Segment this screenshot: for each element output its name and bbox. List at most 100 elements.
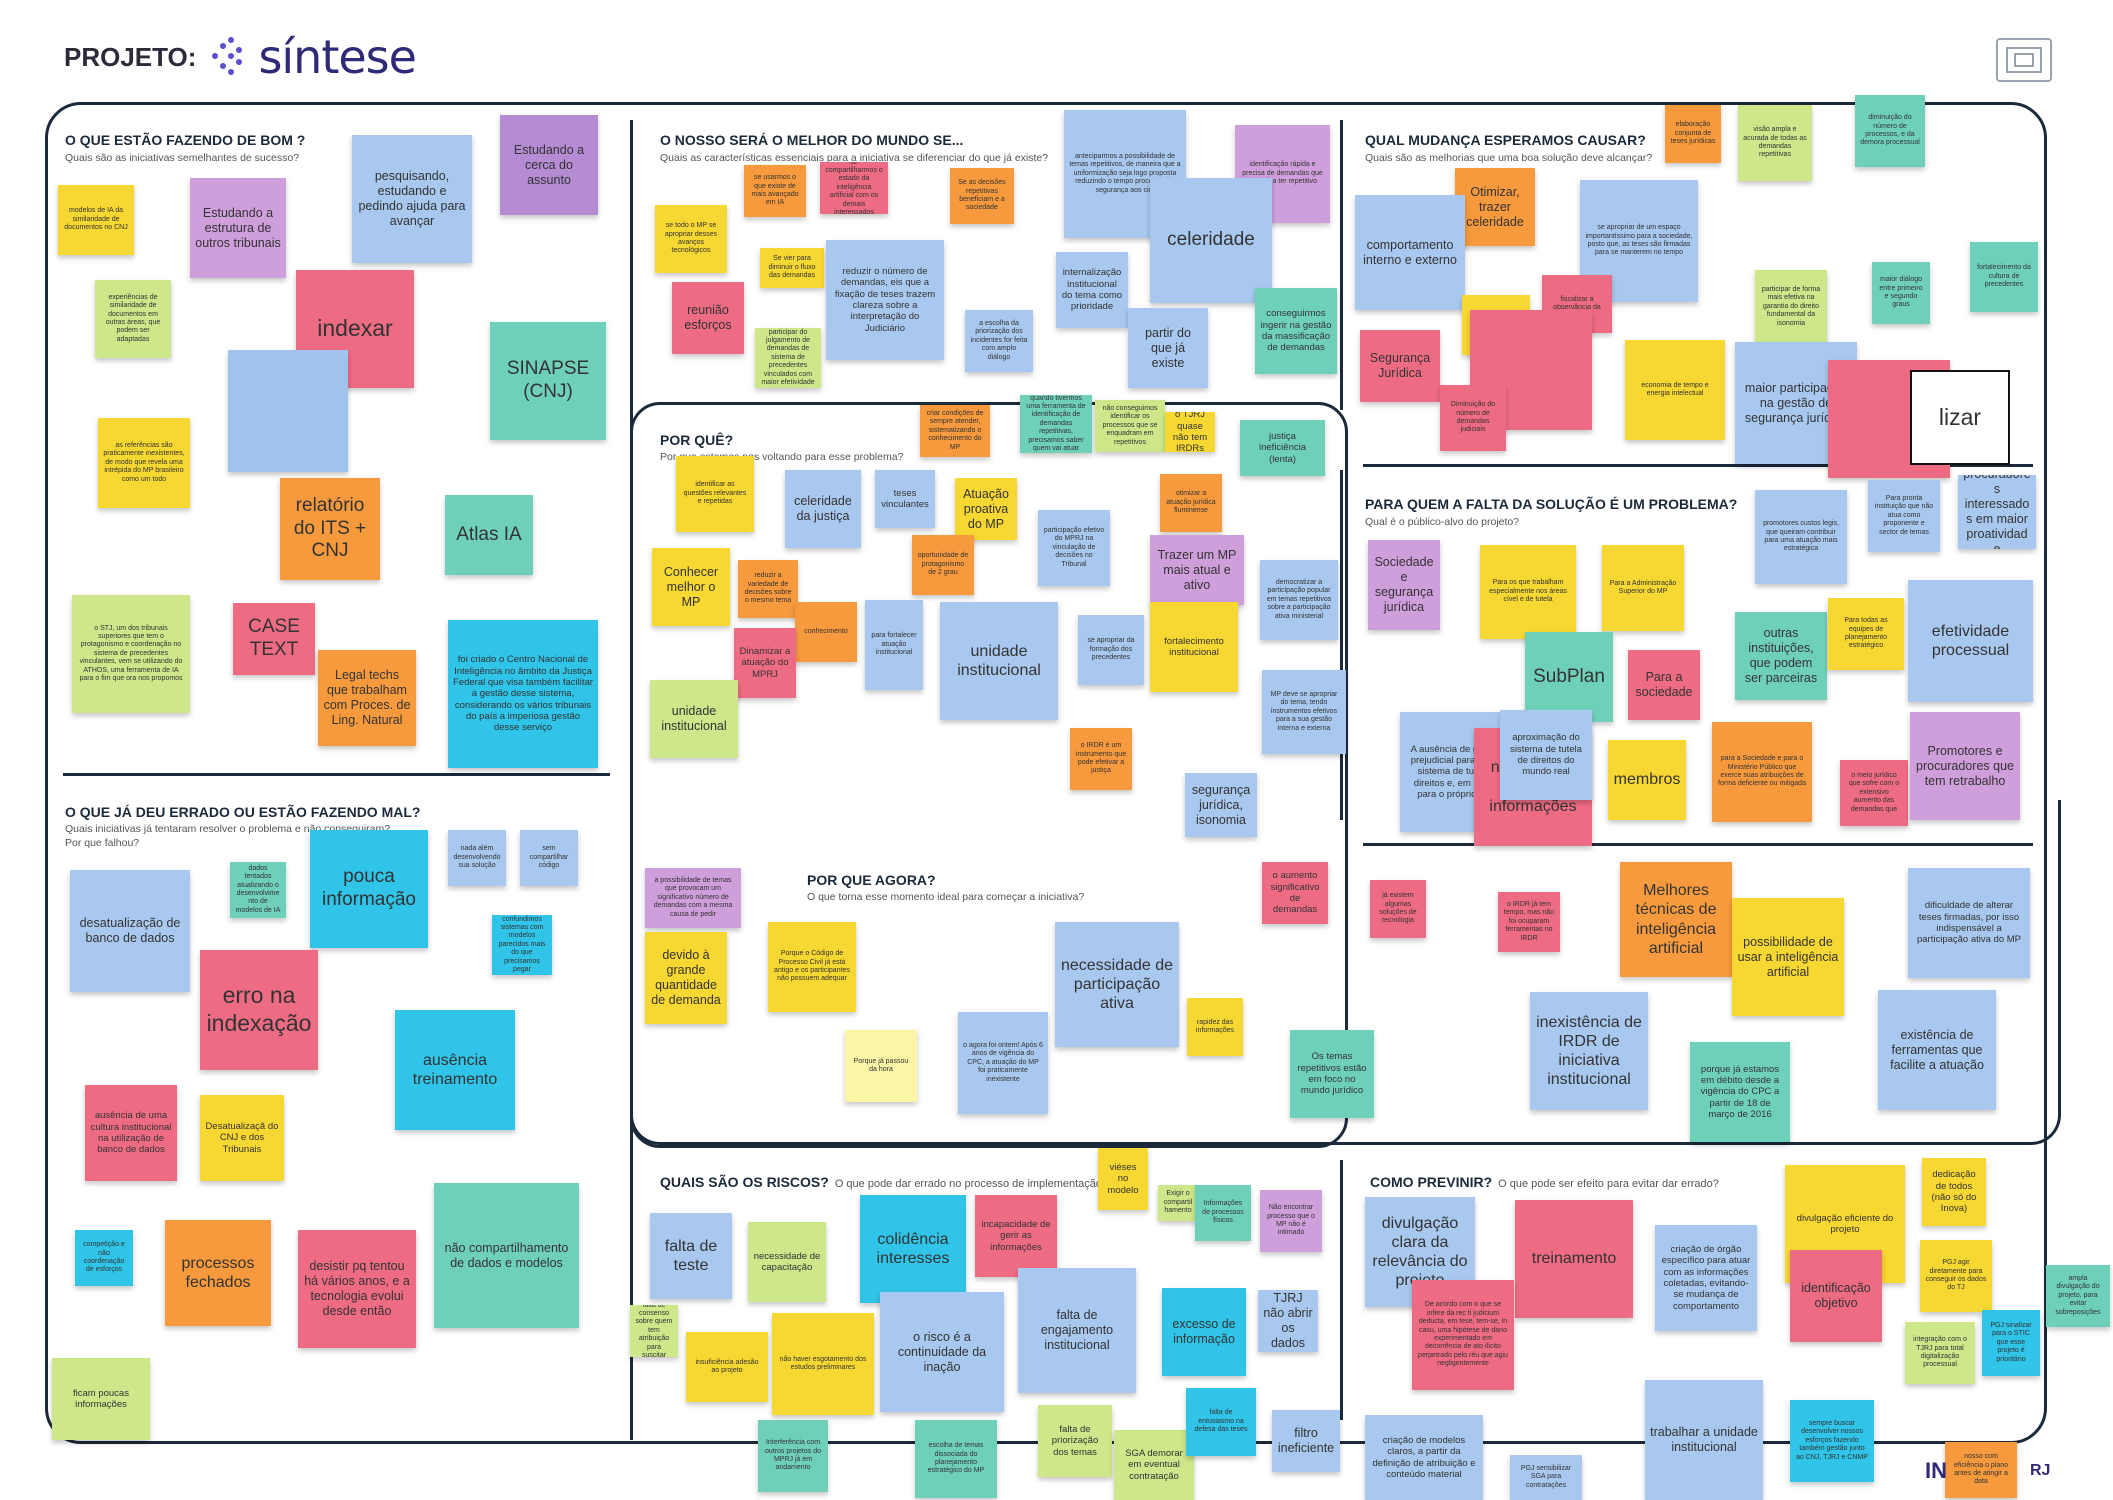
sticky-note[interactable]: celeridade da justiça [785, 470, 861, 548]
sticky-note[interactable]: participar do julgamento de demandas de … [755, 328, 821, 388]
sticky-note[interactable]: se usarmos o que existe de mais avançado… [744, 165, 806, 217]
sticky-note[interactable]: quando tivermos uma ferramenta de identi… [1020, 395, 1092, 453]
sticky-note[interactable] [228, 350, 348, 472]
sticky-note[interactable]: unidade institucional [940, 602, 1058, 720]
sticky-note[interactable]: teses vinculantes [875, 470, 935, 528]
sticky-note[interactable]: PGJ sensibilizar SGA para contratações [1510, 1455, 1582, 1500]
sticky-note[interactable]: Para a Administração Superior do MP [1602, 545, 1684, 631]
sticky-note[interactable]: criar condições de sempre atender, siste… [920, 405, 990, 457]
sticky-note[interactable]: Porque o Código de Processo Civil já est… [768, 922, 856, 1012]
sticky-note[interactable]: falta de consenso sobre quem tem atribui… [630, 1305, 678, 1357]
sticky-note[interactable]: justiça ineficiência (lenta) [1240, 420, 1325, 476]
sticky-note[interactable]: confundimos sistemas com modelos parecid… [492, 915, 552, 975]
sticky-note[interactable]: ampla divulgação do projeto, para evitar… [2046, 1265, 2110, 1327]
sticky-note[interactable]: rapidez das informações [1187, 998, 1243, 1056]
sticky-note[interactable]: Otimizar, trazer celeridade [1455, 168, 1535, 246]
sticky-note[interactable]: procuradores interessados em maior proat… [1958, 475, 2036, 549]
sticky-note[interactable]: Conhecer melhor o MP [652, 548, 730, 626]
sticky-note[interactable]: PGJ sinalizar para o STIC que esse proje… [1982, 1310, 2040, 1376]
sticky-note[interactable]: a escolha da priorização dos incidentes … [965, 310, 1033, 372]
sticky-note[interactable]: outras instituições, que podem ser parce… [1735, 612, 1827, 700]
sticky-note[interactable]: não haver esgotamento dos estudos prelim… [772, 1313, 874, 1415]
sticky-note[interactable]: conseguirmos ingerir na gestão da massif… [1255, 288, 1337, 374]
sticky-note[interactable]: segurança jurídica, isonomia [1185, 773, 1257, 837]
sticky-note[interactable]: oportunidade de protagonismo de 2 grau [912, 535, 974, 595]
sticky-note[interactable]: o IRDR é um instrumento que pode efetiva… [1070, 728, 1132, 790]
sticky-note[interactable]: filtro ineficiente [1272, 1410, 1340, 1472]
sticky-note[interactable]: Os temas repetitivos estão em foco no mu… [1290, 1030, 1374, 1118]
sticky-note[interactable]: efetividade processual [1908, 580, 2033, 702]
sticky-note[interactable]: escolha de temas dissociada do planejame… [915, 1420, 997, 1498]
sticky-note[interactable]: TJRJ não abrir os dados [1258, 1290, 1318, 1352]
sticky-note[interactable]: possibilidade de usar a inteligência art… [1732, 898, 1844, 1016]
sticky-note[interactable]: para fortalecer atuação institucional [865, 600, 923, 690]
sticky-note[interactable]: democratizar a participação popular em t… [1260, 560, 1338, 640]
sticky-note[interactable]: Interferência com outros projetos do MPR… [758, 1420, 828, 1492]
sticky-note[interactable]: nada além desenvolvendo sua solução [448, 830, 506, 886]
sticky-note[interactable]: reduzir a variedade de decisões sobre o … [738, 560, 798, 618]
sticky-note[interactable]: relatório do ITS + CNJ [280, 478, 380, 580]
sticky-note[interactable]: Melhores técnicas de inteligência artifi… [1620, 862, 1732, 977]
sticky-note[interactable]: identificar as questões relevantes e rep… [676, 456, 754, 532]
sticky-note[interactable]: SINAPSE (CNJ) [490, 322, 606, 440]
sticky-note[interactable]: participação efetivo do MPRJ na vinculaç… [1038, 510, 1110, 586]
sticky-note[interactable]: trabalhar a unidade institucional [1645, 1380, 1763, 1500]
sticky-note[interactable]: o aumento significativo de demandas [1262, 862, 1328, 924]
sticky-note[interactable]: a possibilidade de temas que provocam um… [645, 868, 741, 928]
sticky-note[interactable]: experiências de similaridade de document… [95, 280, 171, 358]
sticky-note[interactable]: Não encontrar processo que o MP não é in… [1260, 1190, 1322, 1252]
sticky-note[interactable]: ausência de uma cultura institucional na… [85, 1085, 177, 1181]
sticky-note[interactable]: o TJRJ quase não tem IRDRs [1165, 412, 1215, 452]
sticky-note[interactable]: já existem algumas soluções de tecnologi… [1370, 880, 1426, 938]
sticky-note[interactable]: desatualização de banco de dados [70, 870, 190, 992]
sticky-note[interactable]: Informações de processos físicos [1195, 1185, 1251, 1241]
sticky-note[interactable]: celeridade [1150, 178, 1272, 303]
sticky-note[interactable]: incapacidade de gerir as informações [975, 1195, 1057, 1277]
sticky-note[interactable]: ausência treinamento [395, 1010, 515, 1130]
sticky-note[interactable]: pesquisando, estudando e pedindo ajuda p… [352, 135, 472, 263]
sticky-note[interactable]: o agora foi ontem! Após 6 anos de vigênc… [958, 1012, 1048, 1114]
sticky-note[interactable]: economia de tempo e energia intelectual [1625, 340, 1725, 440]
sticky-note[interactable]: CASE TEXT [233, 603, 315, 675]
sticky-note[interactable]: falta de entusiasmo na defesa das teses [1186, 1388, 1256, 1456]
sticky-note[interactable]: sempre buscar desenvolver nossos esforço… [1790, 1400, 1874, 1482]
sticky-note[interactable]: Segurança Jurídica [1360, 330, 1440, 402]
sticky-note[interactable]: internalização institucional do tema com… [1056, 252, 1128, 328]
sticky-note[interactable]: viéses no modelo [1098, 1148, 1148, 1210]
sticky-note[interactable]: dados tentados atualizando o desenvolvim… [230, 862, 286, 918]
sticky-note[interactable]: Desatualizaçã do CNJ e dos Tribunais [200, 1095, 284, 1181]
sticky-note[interactable]: Se as decisões repetitivas beneficiam e … [950, 168, 1014, 224]
sticky-note[interactable]: o IRDR já tem tempo, mas não foi ocupara… [1498, 892, 1560, 952]
sticky-note[interactable]: Atuação proativa do MP [955, 478, 1017, 540]
sticky-note[interactable]: não compartilhamento de dados e modelos [434, 1183, 579, 1328]
sticky-note[interactable]: falta de engajamento institucional [1018, 1268, 1136, 1393]
sticky-note[interactable]: diminuição do número de processos, e da … [1855, 95, 1925, 167]
sticky-note[interactable]: Estudando a estrutura de outros tribunai… [190, 178, 286, 278]
sticky-note[interactable]: colidência interesses [860, 1195, 966, 1303]
sticky-note[interactable]: Dinamizar a atuação do MPRJ [734, 628, 796, 698]
sticky-note[interactable]: se todo o MP se apropriar desses avanços… [655, 205, 727, 273]
sticky-note[interactable]: comportamento interno e externo [1355, 195, 1465, 310]
sticky-note[interactable]: Exigir o compartilhamento [1158, 1185, 1198, 1221]
sticky-note[interactable]: SGA demorar em eventual contratação [1114, 1430, 1194, 1500]
sticky-note[interactable]: Legal techs que trabalham com Proces. de… [318, 650, 416, 746]
sticky-note[interactable]: conhecimento [795, 602, 857, 662]
sticky-note[interactable]: elaboração conjunta de teses jurídicas [1665, 105, 1721, 163]
sticky-note[interactable]: para a Sociedade e para o Ministério Púb… [1712, 722, 1812, 822]
sticky-note[interactable]: se compartilharmos o estado da inteligên… [820, 162, 888, 214]
sticky-note[interactable]: integração com o TJRJ para total digital… [1905, 1322, 1975, 1384]
sticky-note[interactable]: SubPlan [1525, 632, 1613, 722]
sticky-note[interactable]: unidade institucional [650, 680, 738, 758]
sticky-note[interactable]: participar de forma mais efetiva na gara… [1755, 270, 1827, 344]
sticky-note[interactable]: dedicação de todos (não só do Inova) [1922, 1158, 1986, 1226]
sticky-note[interactable]: reunião esforços [672, 282, 744, 354]
sticky-note[interactable]: o STJ, um dos tribunais superiores que t… [72, 595, 190, 713]
sticky-note[interactable]: necessidade de participação ativa [1055, 922, 1179, 1047]
sticky-note[interactable]: aproximação do sistema de tutela de dire… [1500, 710, 1592, 800]
sticky-note[interactable]: Porque já passou da hora [845, 1030, 917, 1102]
sticky-note[interactable]: visão ampla e acurada de todas as demand… [1738, 105, 1812, 181]
sticky-note[interactable]: pouca informação [310, 830, 428, 948]
sticky-note[interactable]: partir do que já existe [1128, 308, 1208, 388]
sticky-note[interactable]: excesso de informação [1162, 1288, 1246, 1376]
sticky-note[interactable]: identificação objetivo [1790, 1250, 1882, 1342]
